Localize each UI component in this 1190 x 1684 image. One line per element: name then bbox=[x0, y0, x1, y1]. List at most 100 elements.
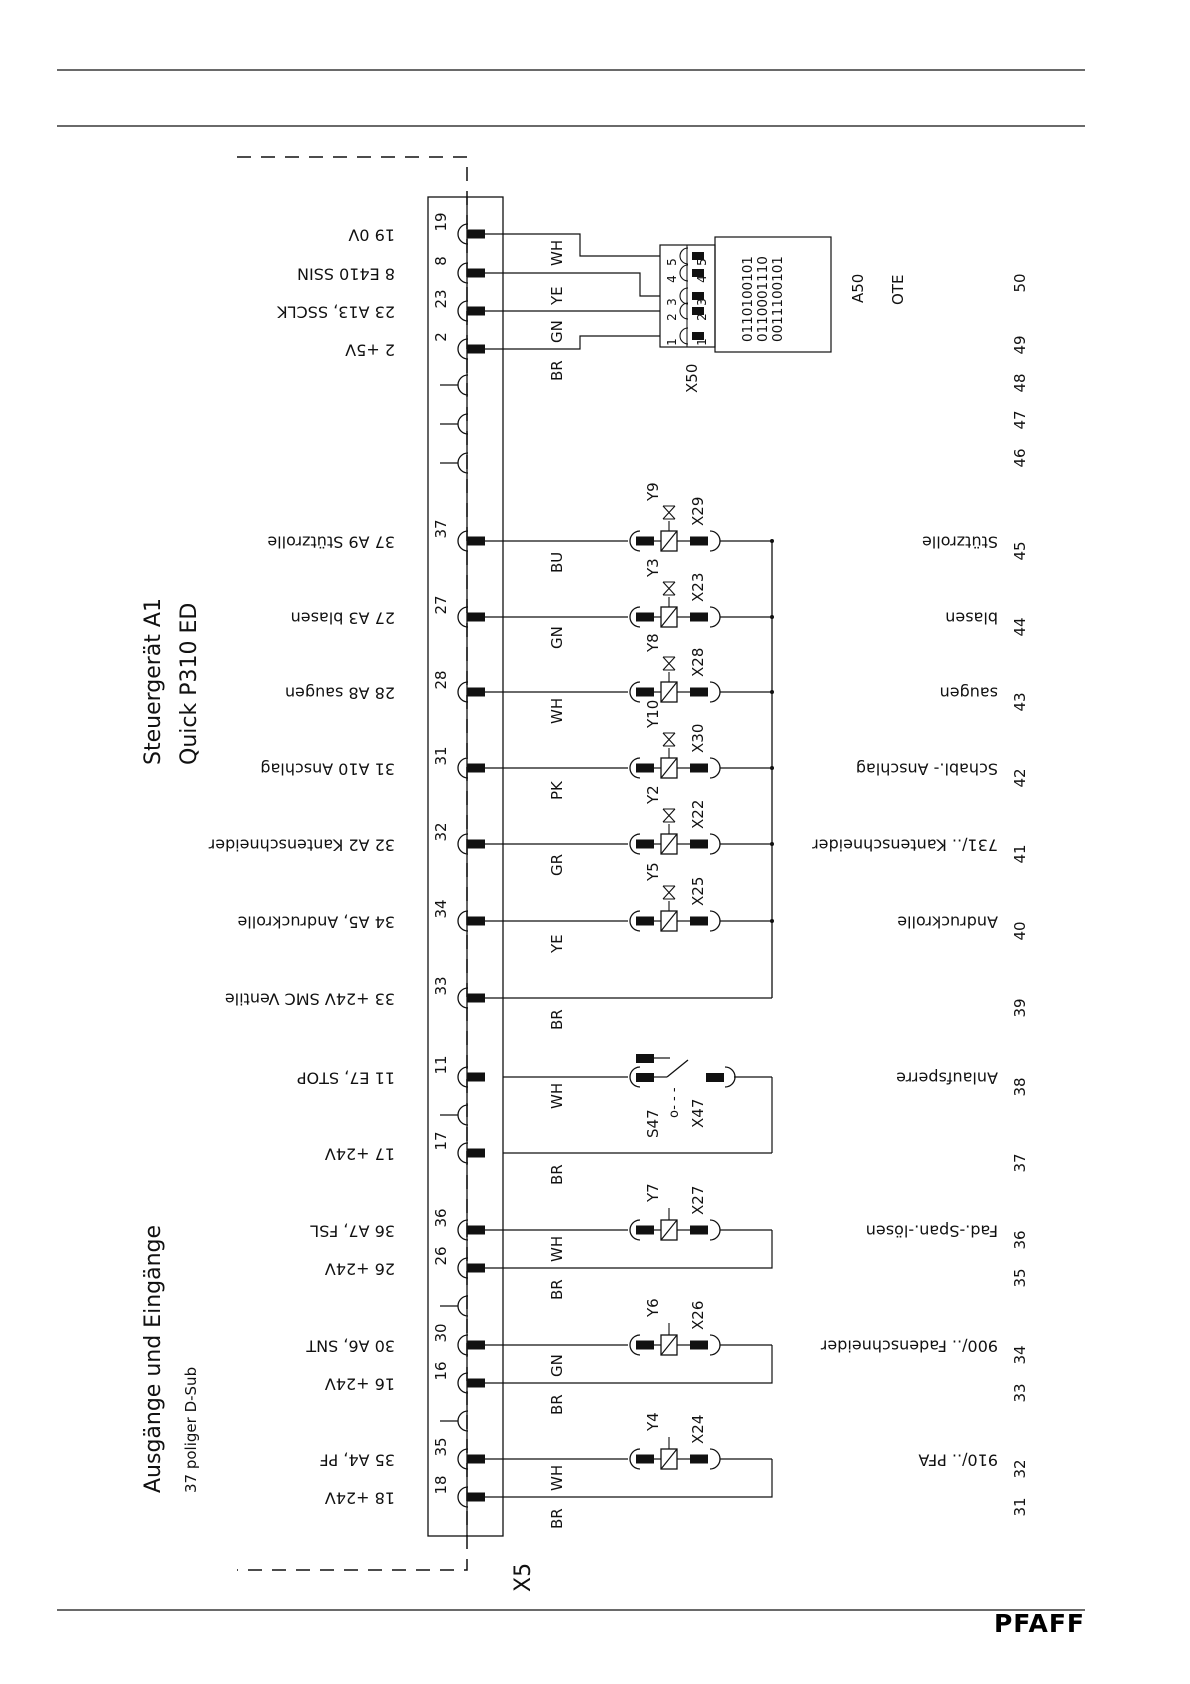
signal-label: 11 E7, STOP bbox=[297, 1069, 395, 1088]
signal-label: 32 A2 Kantenschneider bbox=[208, 836, 395, 855]
pin-number: 18 bbox=[432, 1475, 450, 1494]
signal-label: 18 +24V bbox=[325, 1489, 395, 1508]
signal-label: 8 E410 SSIN bbox=[297, 265, 395, 284]
column-number: 44 bbox=[1011, 617, 1029, 636]
wire-color: WH bbox=[548, 698, 566, 724]
pin-number: 32 bbox=[432, 822, 450, 841]
signal-label: 23 A13, SSCLK bbox=[277, 303, 395, 322]
column-number: 37 bbox=[1011, 1153, 1029, 1172]
controller-model: Quick P310 ED bbox=[177, 603, 202, 765]
pin-number: 2 bbox=[432, 332, 450, 342]
signal-label: 28 A8 saugen bbox=[285, 684, 395, 703]
module-pin-right: 4 bbox=[695, 275, 709, 283]
column-number: 50 bbox=[1011, 273, 1029, 292]
pin-number: 36 bbox=[432, 1208, 450, 1227]
signal-label: 31 A10 Anschlag bbox=[260, 760, 395, 779]
plug-label: X24 bbox=[689, 1415, 707, 1444]
column-number: 46 bbox=[1011, 448, 1029, 467]
plug-label: X27 bbox=[689, 1186, 707, 1215]
module-pin-right: 3 bbox=[695, 298, 709, 306]
signal-label: 16 +24V bbox=[325, 1375, 395, 1394]
load-label: 731/.. Kantenschneider bbox=[812, 836, 998, 855]
switch-label: S47 bbox=[644, 1109, 662, 1138]
module-name: A50 bbox=[849, 274, 867, 303]
switch-plug-label: X47 bbox=[689, 1099, 707, 1128]
wire-color: BR bbox=[548, 1394, 566, 1415]
plug-label: X30 bbox=[689, 724, 707, 753]
column-number: 48 bbox=[1011, 373, 1029, 392]
module-pin-right: 1 bbox=[695, 338, 709, 346]
valve-symbol bbox=[662, 885, 676, 900]
wire-color: YE bbox=[548, 934, 566, 954]
wire-color: WH bbox=[548, 1465, 566, 1491]
wire-color: GN bbox=[548, 1354, 566, 1377]
valve-y4: Y4 X24 bbox=[629, 1412, 772, 1470]
coil-label: Y4 bbox=[644, 1412, 662, 1432]
column-number: 45 bbox=[1011, 541, 1029, 560]
column-number: 40 bbox=[1011, 921, 1029, 940]
signal-label: 27 A3 blasen bbox=[291, 609, 395, 628]
signal-label: 17 +24V bbox=[325, 1145, 395, 1164]
connector-title: Ausgänge und Eingänge bbox=[141, 1225, 166, 1493]
pin-number: 8 bbox=[432, 256, 450, 266]
wire-color: BR bbox=[548, 1508, 566, 1529]
wire-color: BR bbox=[548, 360, 566, 381]
valve-symbol bbox=[662, 505, 676, 520]
column-number: 41 bbox=[1011, 844, 1029, 863]
plug-label: X28 bbox=[689, 648, 707, 677]
module-pin-right: 5 bbox=[695, 258, 709, 266]
column-number: 42 bbox=[1011, 768, 1029, 787]
unused-pin bbox=[440, 1295, 469, 1317]
module-bits-1: 0110100101 bbox=[740, 256, 756, 342]
column-number: 49 bbox=[1011, 335, 1029, 354]
module-pin-left: 3 bbox=[665, 298, 679, 306]
signal-label: 19 0V bbox=[348, 226, 395, 245]
column-number: 31 bbox=[1011, 1497, 1029, 1516]
connector-x5-label: X5 bbox=[511, 1563, 536, 1592]
connector-subtitle: 37 poliger D-Sub bbox=[182, 1367, 200, 1493]
pin-number: 11 bbox=[432, 1055, 450, 1074]
pin-number: 17 bbox=[432, 1131, 450, 1150]
pin-number: 33 bbox=[432, 976, 450, 995]
connector-x5-block bbox=[427, 196, 504, 1537]
plug-label: X23 bbox=[689, 573, 707, 602]
pin-number: 16 bbox=[432, 1361, 450, 1380]
column-number: 34 bbox=[1011, 1345, 1029, 1364]
signal-label: 34 A5, Andruckrolle bbox=[237, 913, 395, 932]
pin-number: 35 bbox=[432, 1437, 450, 1456]
load-label: Schabl.- Anschlag bbox=[856, 760, 998, 779]
coil-label: Y10 bbox=[644, 700, 662, 729]
switch-symbol: o- - - bbox=[667, 1087, 682, 1118]
column-number: 33 bbox=[1011, 1383, 1029, 1402]
module-connector-label: X50 bbox=[683, 364, 701, 393]
unused-pin bbox=[440, 452, 469, 474]
load-label: saugen bbox=[940, 684, 998, 703]
valve-symbol bbox=[662, 732, 676, 747]
module-type: OTE bbox=[889, 275, 907, 305]
column-number: 38 bbox=[1011, 1077, 1029, 1096]
pin-number: 37 bbox=[432, 519, 450, 538]
wire-color: BR bbox=[548, 1009, 566, 1030]
plug-label: X25 bbox=[689, 877, 707, 906]
unused-pin bbox=[440, 374, 469, 396]
load-label: Andruckrolle bbox=[897, 913, 998, 932]
wire-color: YE bbox=[548, 286, 566, 306]
module-pin-left: 4 bbox=[665, 275, 679, 283]
wire-color: PK bbox=[548, 780, 566, 800]
